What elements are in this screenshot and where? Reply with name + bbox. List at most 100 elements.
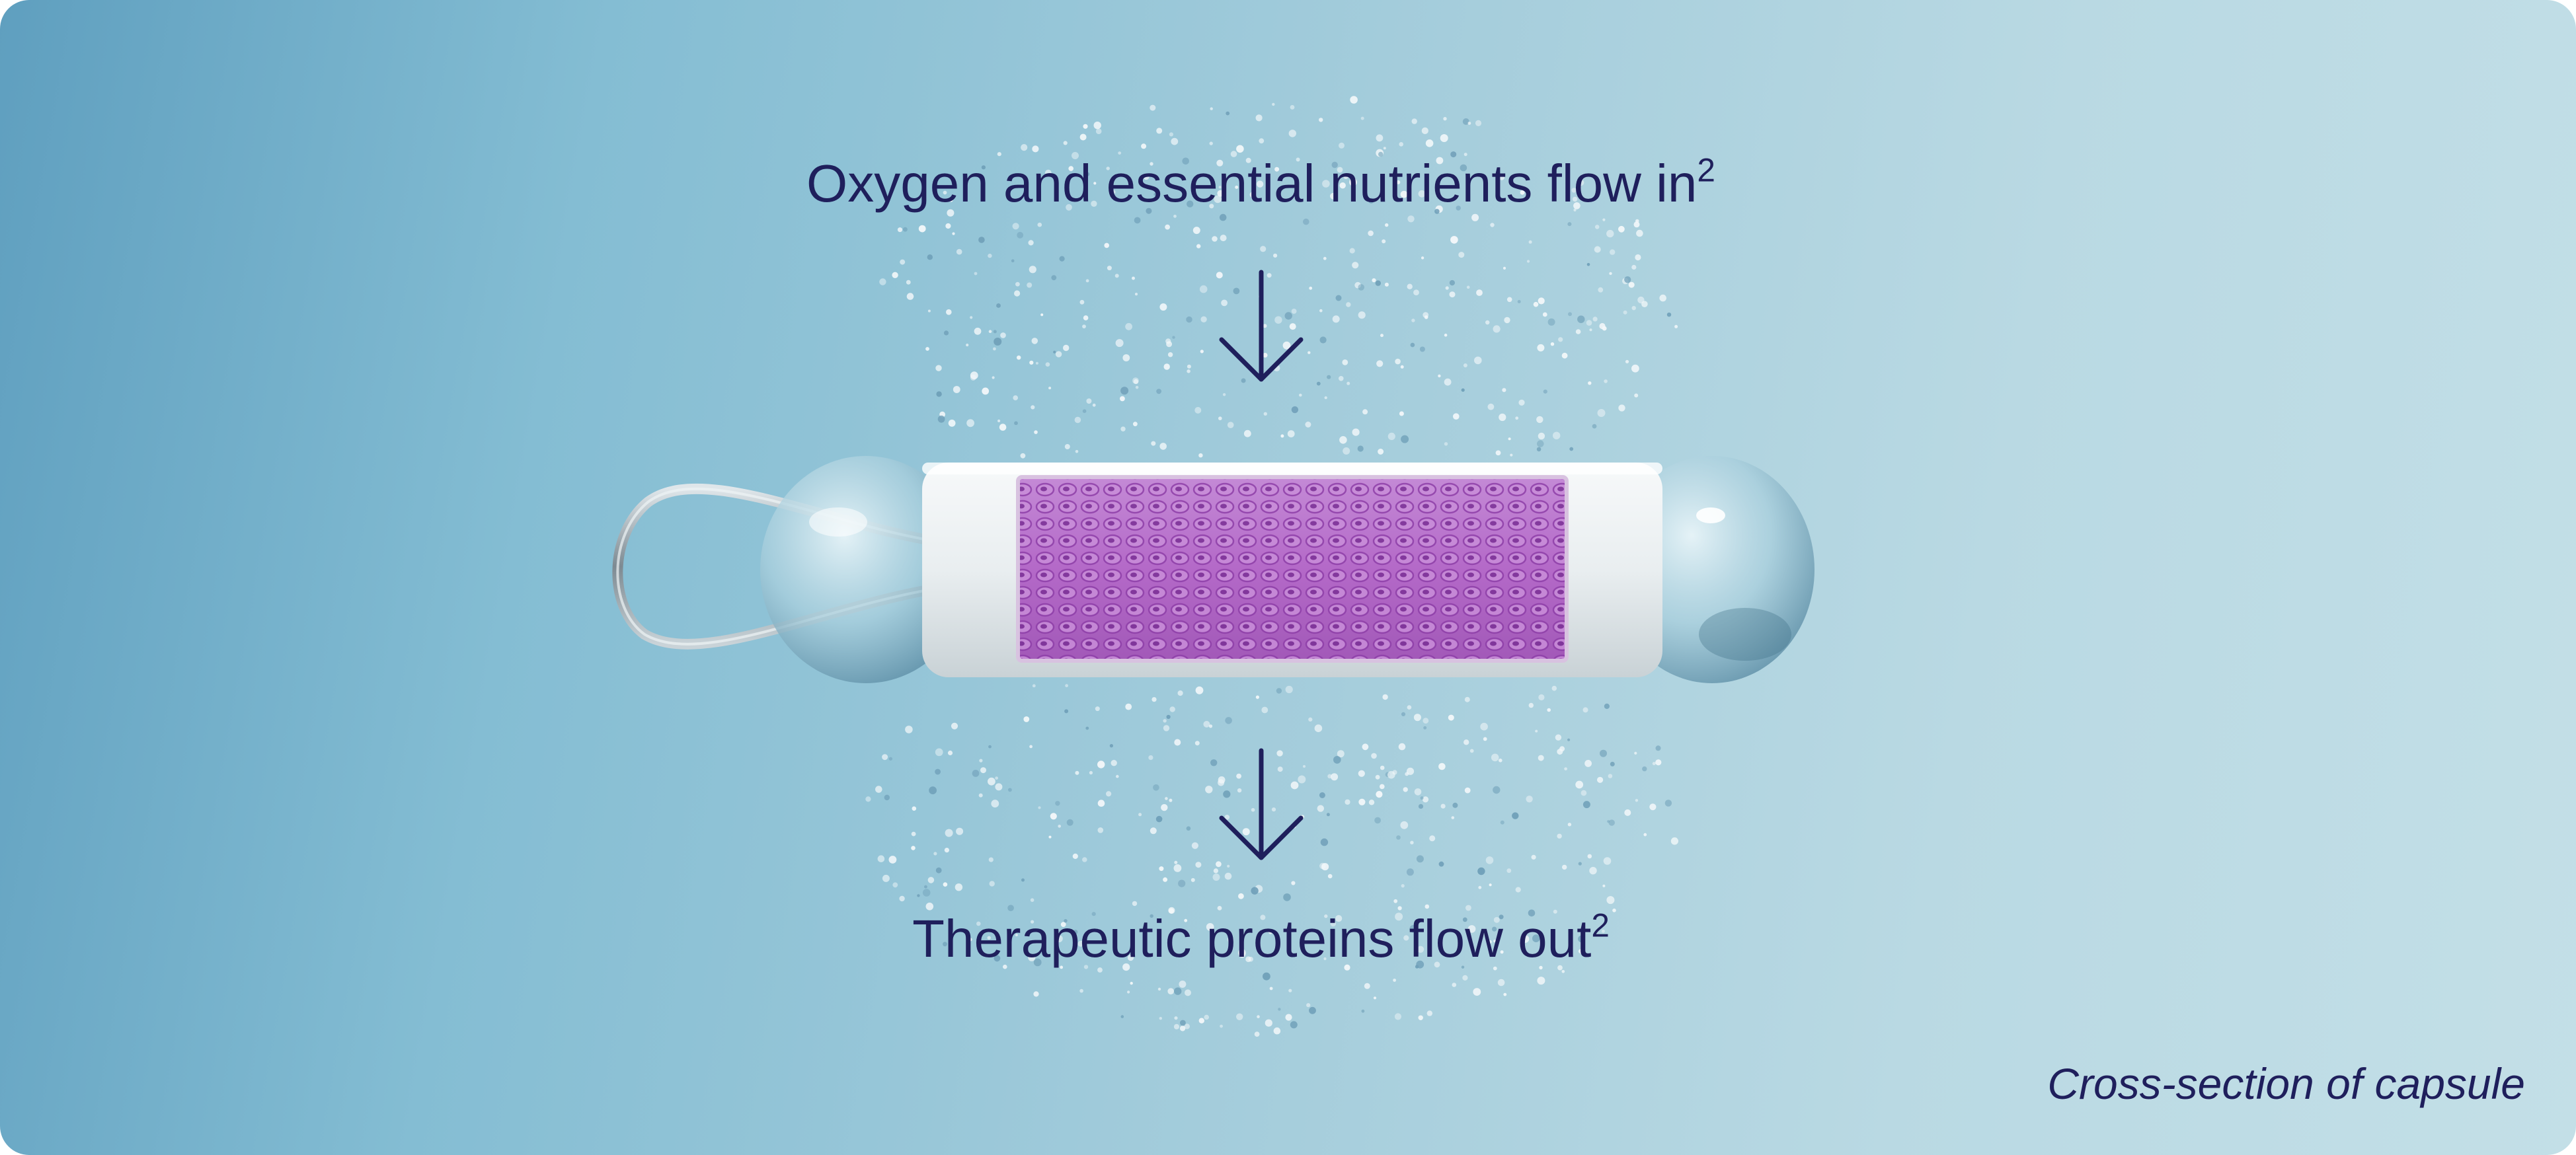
particle (1272, 102, 1275, 106)
particle (1089, 770, 1093, 775)
particle (993, 347, 996, 351)
particle (1553, 431, 1561, 439)
particle (966, 419, 974, 428)
particle (994, 955, 1001, 962)
particle (1290, 1021, 1298, 1029)
particle (966, 344, 969, 347)
particle (1032, 684, 1036, 688)
particle (1066, 819, 1073, 826)
particle (1493, 786, 1501, 794)
particle (1512, 812, 1519, 819)
particle (995, 776, 998, 780)
particle (1035, 361, 1038, 365)
particle (1418, 1015, 1423, 1021)
particle (1223, 790, 1231, 798)
particle (1064, 918, 1068, 923)
particle (1425, 904, 1430, 909)
particle (1567, 222, 1572, 227)
particle (1559, 746, 1565, 752)
particle (1185, 989, 1191, 996)
particle (1634, 751, 1637, 755)
particle (1153, 192, 1157, 196)
particle (1395, 358, 1401, 365)
particle (1241, 378, 1246, 383)
particle (970, 371, 978, 380)
particle (1212, 874, 1220, 881)
particle (1115, 339, 1124, 348)
particle (1273, 253, 1278, 258)
particle (1624, 276, 1631, 283)
particle (1475, 120, 1482, 126)
particle (1597, 776, 1604, 783)
particle (1236, 1013, 1243, 1021)
particle (1378, 151, 1384, 157)
particle (912, 806, 917, 811)
particle (1324, 396, 1327, 400)
particle (1017, 232, 1024, 239)
particle (1664, 800, 1672, 807)
particle (1178, 879, 1186, 887)
particle (1225, 717, 1232, 724)
particle (1502, 388, 1506, 392)
particle (1415, 965, 1419, 969)
particle (1499, 759, 1503, 763)
particle (1500, 950, 1504, 954)
particle (1065, 684, 1068, 688)
particle (1562, 864, 1567, 870)
particle (1398, 743, 1406, 751)
outflow-footnote: 2 (1591, 907, 1610, 944)
particle (1573, 208, 1577, 211)
particle (1339, 182, 1346, 189)
particle (1608, 819, 1615, 826)
particle (1485, 320, 1490, 325)
particle (1375, 280, 1381, 286)
particle (1342, 359, 1348, 365)
particle (1298, 775, 1306, 784)
particle (1133, 422, 1138, 427)
particle (1323, 256, 1327, 260)
particle (1440, 134, 1448, 142)
particle (1588, 381, 1592, 385)
particle (1205, 786, 1213, 794)
particle (1073, 930, 1078, 935)
particle (1015, 934, 1018, 937)
particle (1410, 840, 1414, 844)
particle (1082, 324, 1086, 328)
particle (1395, 913, 1403, 921)
particle (1267, 273, 1272, 278)
particle (949, 198, 953, 202)
particle (1550, 342, 1555, 346)
particle (1466, 285, 1470, 289)
particle (1280, 434, 1284, 438)
particle (1521, 935, 1530, 943)
particle (1206, 923, 1214, 931)
particle (1242, 828, 1250, 836)
particle (1097, 761, 1105, 768)
particle (1517, 300, 1521, 303)
particle (1385, 223, 1389, 227)
particle (1515, 416, 1519, 420)
particle (1515, 887, 1521, 893)
particle (1495, 450, 1501, 456)
particle (1159, 443, 1167, 450)
particle (1066, 204, 1072, 211)
particle (1438, 763, 1446, 770)
particle (1303, 218, 1309, 225)
particle (1526, 260, 1530, 263)
particle (1418, 803, 1424, 809)
particle (1269, 987, 1273, 990)
particle (1450, 151, 1457, 158)
particle (1021, 144, 1028, 151)
particle (1567, 823, 1572, 827)
particle (1444, 333, 1448, 337)
particle (1462, 975, 1468, 981)
particle (1319, 792, 1325, 798)
particle (1448, 714, 1454, 721)
particle (1085, 726, 1089, 730)
particle (1156, 128, 1163, 134)
particle (1331, 161, 1338, 168)
particle (1450, 236, 1458, 244)
particle (1020, 453, 1026, 459)
particle (1214, 195, 1222, 204)
particle (1485, 856, 1494, 864)
